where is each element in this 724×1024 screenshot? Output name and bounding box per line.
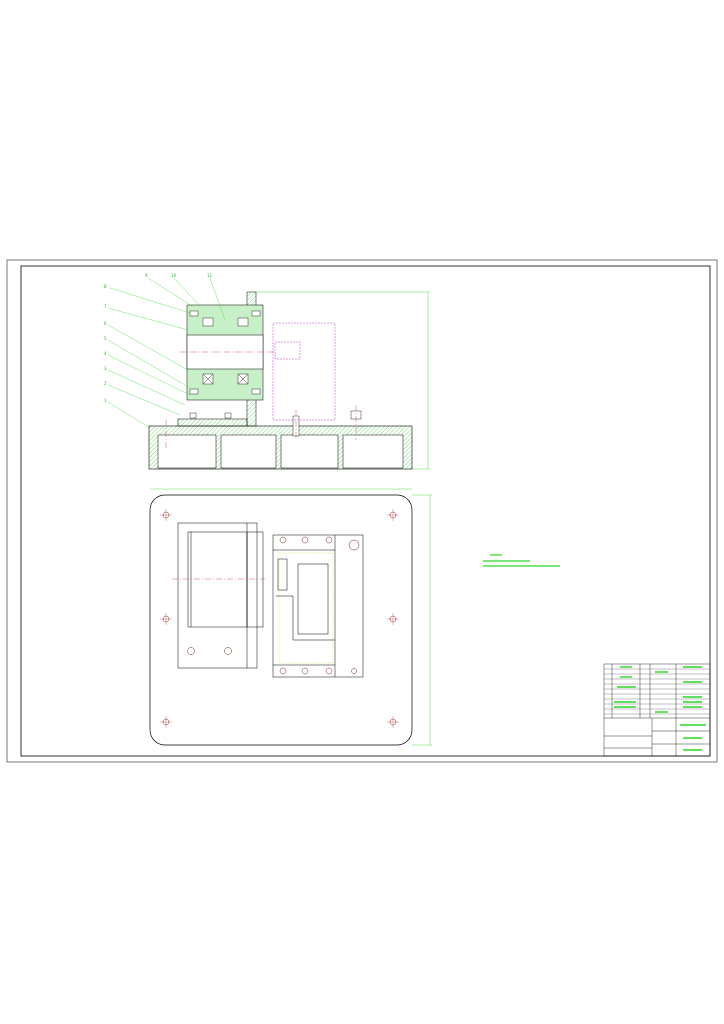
balloon-labels: 8 7 6 5 4 3 2 1 9 10 11 bbox=[104, 273, 213, 403]
svg-text:10: 10 bbox=[171, 273, 177, 278]
technical-notes bbox=[483, 554, 560, 567]
base-chambers bbox=[157, 434, 404, 469]
sheet-inner-border bbox=[20, 265, 711, 757]
phantom-motor-detail bbox=[274, 341, 301, 360]
svg-text:1: 1 bbox=[104, 398, 107, 403]
svg-text:9: 9 bbox=[145, 273, 148, 278]
hidden-outline bbox=[278, 552, 334, 664]
dimension-lines bbox=[150, 488, 432, 746]
svg-text:11: 11 bbox=[207, 273, 213, 278]
base-plate bbox=[149, 494, 413, 746]
svg-text:8: 8 bbox=[104, 284, 107, 289]
phantom-motor-outline bbox=[272, 322, 336, 421]
svg-text:2: 2 bbox=[104, 381, 107, 386]
svg-text:5: 5 bbox=[104, 336, 107, 341]
title-block-grid bbox=[604, 668, 710, 715]
motor-mount bbox=[177, 522, 264, 669]
centerlines bbox=[165, 351, 357, 450]
svg-text:4: 4 bbox=[104, 351, 107, 356]
foot-plate bbox=[177, 418, 248, 427]
plan-view bbox=[149, 488, 432, 746]
svg-text:3: 3 bbox=[104, 366, 107, 371]
bearings bbox=[202, 317, 249, 385]
holes bbox=[162, 511, 397, 726]
sheet-outer-border bbox=[6, 259, 718, 763]
svg-text:7: 7 bbox=[104, 304, 107, 309]
right-block bbox=[272, 534, 364, 678]
leader-lines bbox=[107, 277, 226, 429]
title-block bbox=[603, 663, 711, 757]
elevation-view: 8 7 6 5 4 3 2 1 9 10 11 bbox=[104, 273, 430, 470]
svg-text:6: 6 bbox=[104, 321, 107, 326]
hole-crosshairs bbox=[160, 509, 399, 728]
title-block-text bbox=[614, 666, 706, 751]
dimension-height bbox=[256, 291, 430, 470]
